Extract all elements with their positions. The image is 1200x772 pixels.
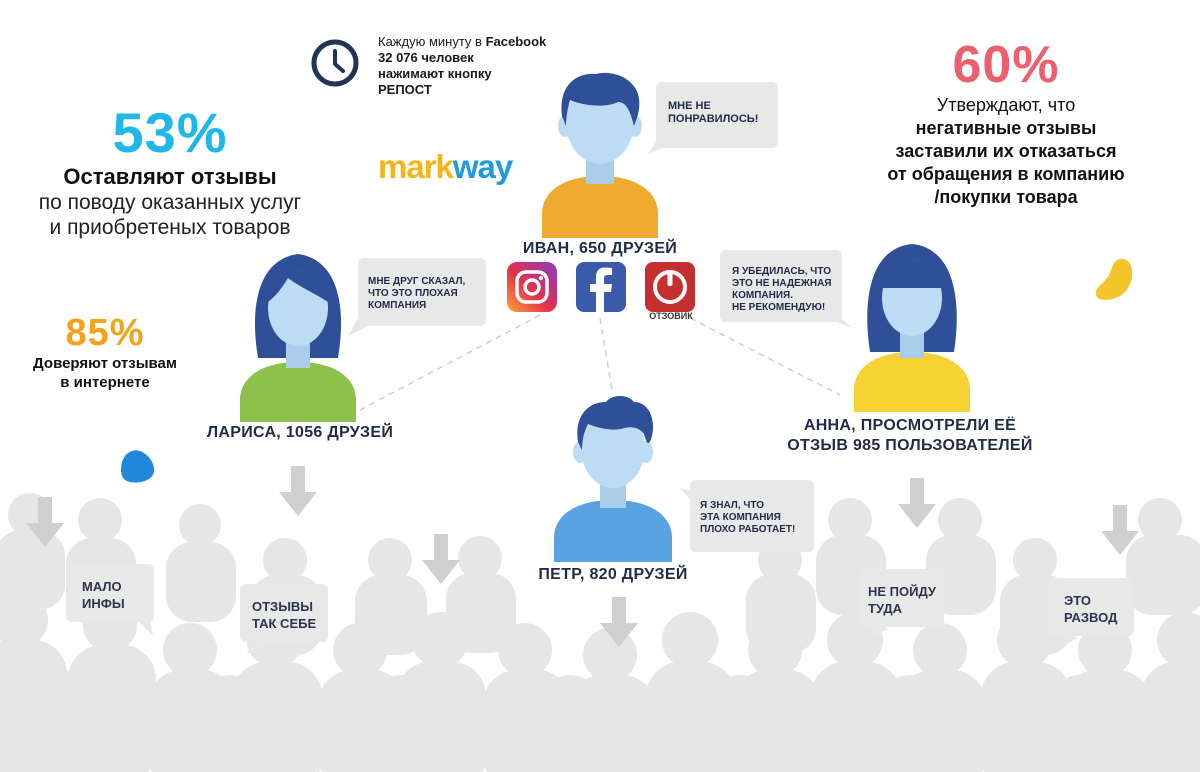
anna-name: АННА, ПРОСМОТРЕЛИ ЕЁ ОТЗЫВ 985 ПОЛЬЗОВАТ… bbox=[787, 417, 1033, 454]
crowd-speech-bubbles bbox=[66, 564, 1134, 654]
anna-bubble-text: Я УБЕДИЛАСЬ, ЧТО ЭТО НЕ НАДЕЖНАЯ КОМПАНИ… bbox=[732, 266, 832, 313]
connection-lines bbox=[359, 314, 841, 411]
note-line2: 32 076 человек bbox=[378, 50, 474, 65]
larisa-avatar bbox=[240, 254, 356, 422]
stat-right-block: 60% Утверждают, что негативные отзывы за… bbox=[848, 36, 1164, 209]
petr-avatar bbox=[554, 396, 672, 562]
petr-bubble-text: Я ЗНАЛ, ЧТО ЭТА КОМПАНИЯ ПЛОХО РАБОТАЕТ! bbox=[700, 500, 796, 535]
stat-left-line2: по поводу оказанных услуг bbox=[38, 191, 302, 214]
stat-left-line1: Оставляют отзывы bbox=[63, 164, 277, 189]
note-line4: РЕПОСТ bbox=[378, 82, 432, 97]
down-arrow-icon bbox=[279, 466, 317, 516]
ivan-bubble-text: МНЕ НЕ ПОНРАВИЛОСЬ! bbox=[668, 100, 759, 125]
stat-right-line2: негативные отзывы bbox=[915, 118, 1097, 138]
stat-left-block: 53% Оставляют отзывы по поводу оказанных… bbox=[10, 102, 330, 240]
facebook-icon bbox=[576, 262, 626, 312]
clock-icon bbox=[311, 39, 359, 87]
logo-way: way bbox=[452, 148, 513, 185]
petr-speech-bubble bbox=[680, 480, 814, 552]
down-arrow-icon bbox=[1101, 505, 1139, 555]
stat-left-percent: 53% bbox=[112, 101, 228, 164]
stat-trust-block: 85% Доверяют отзывам в интернете bbox=[30, 312, 180, 392]
ivan-speech-bubble bbox=[648, 82, 778, 154]
crowd-bubble-1: МАЛО ИНФЫ bbox=[82, 579, 125, 611]
stat-right-line5: /покупки товара bbox=[934, 187, 1078, 207]
larisa-bubble-text: МНЕ ДРУГ СКАЗАЛ, ЧТО ЭТО ПЛОХАЯ КОМПАНИЯ bbox=[368, 276, 466, 311]
anna-avatar bbox=[854, 244, 970, 412]
note-line1: Каждую минуту в bbox=[378, 34, 486, 49]
down-arrow-icon bbox=[600, 597, 638, 647]
otzovik-icon bbox=[645, 262, 695, 312]
down-arrows bbox=[26, 466, 1139, 647]
down-arrow-icon bbox=[898, 478, 936, 528]
blue-blob-shape bbox=[120, 450, 155, 483]
crowd-bubble-4: ЭТО РАЗВОД bbox=[1064, 593, 1118, 625]
facebook-repost-note: Каждую минуту в Facebook 32 076 человек … bbox=[378, 34, 546, 98]
note-line3: нажимают кнопку bbox=[378, 66, 492, 81]
markway-logo: markway bbox=[378, 148, 513, 186]
ivan-avatar bbox=[542, 72, 658, 238]
larisa-speech-bubble bbox=[348, 258, 486, 336]
stat-right-percent: 60% bbox=[952, 36, 1060, 94]
crowd-bubble-3: НЕ ПОЙДУ ТУДА bbox=[868, 584, 936, 616]
down-arrow-icon bbox=[26, 497, 64, 547]
ivan-name: ИВАН, 650 ДРУЗЕЙ bbox=[522, 240, 678, 257]
stat-trust-line1: Доверяют отзывам bbox=[33, 355, 177, 372]
stat-right-line4: от обращения в компанию bbox=[887, 164, 1125, 184]
down-arrow-icon bbox=[422, 534, 460, 584]
otzovik-label: ОТЗОВИК bbox=[649, 311, 693, 321]
logo-mark: mark bbox=[378, 148, 454, 185]
stat-right-line1: Утверждают, что bbox=[936, 95, 1076, 115]
anna-speech-bubble bbox=[720, 250, 852, 328]
petr-name: ПЕТР, 820 ДРУЗЕЙ bbox=[538, 566, 688, 583]
stat-right-line3: заставили их отказаться bbox=[895, 141, 1117, 161]
crowd-bubble-2: ОТЗЫВЫ ТАК СЕБЕ bbox=[252, 599, 317, 631]
stat-trust-line2: в интернете bbox=[60, 374, 150, 391]
instagram-icon bbox=[507, 262, 557, 312]
yellow-blob-shape bbox=[1095, 258, 1133, 300]
note-facebook: Facebook bbox=[485, 34, 547, 49]
stat-trust-percent: 85% bbox=[65, 312, 145, 354]
stat-left-line3: и приобретеных товаров bbox=[49, 216, 291, 239]
larisa-name: ЛАРИСА, 1056 ДРУЗЕЙ bbox=[206, 424, 394, 441]
